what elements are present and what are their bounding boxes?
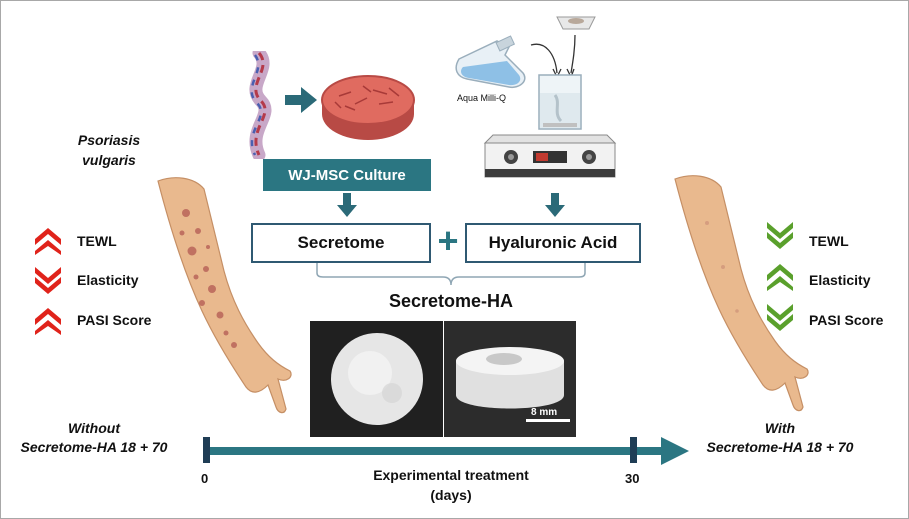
timeline-axis-label: Experimental treatment (days) — [331, 465, 571, 505]
hyaluronic-acid-box: Hyaluronic Acid — [465, 223, 641, 263]
culture-to-secretome-arrow-icon — [337, 193, 357, 217]
flask-icon — [455, 35, 526, 89]
right-param-pasi: PASI Score — [809, 312, 884, 328]
timeline-arrow — [203, 437, 689, 465]
without-line-1: Without — [68, 420, 120, 436]
right-tewl-down-chevron-icon — [767, 222, 793, 249]
scale-bar-label: 8 mm — [531, 407, 558, 418]
umbilical-cord-icon — [249, 51, 272, 159]
axis-line-2: (days) — [430, 487, 472, 503]
wj-msc-culture-label: WJ-MSC Culture — [263, 159, 431, 191]
condition-line-1: Psoriasis — [77, 132, 141, 148]
left-param-elasticity: Elasticity — [77, 272, 139, 288]
left-param-pasi: PASI Score — [77, 312, 152, 328]
condition-label: Psoriasis vulgaris — [69, 130, 149, 170]
pour-arrows-icon — [530, 34, 576, 79]
right-param-tewl: TEWL — [809, 233, 849, 249]
treated-arm-illustration — [674, 175, 809, 412]
right-elasticity-up-chevron-icon — [767, 264, 793, 291]
powder-tray-icon — [556, 16, 596, 30]
left-pasi-up-chevron-icon — [35, 308, 61, 335]
with-treatment-label: With Secretome-HA 18 + 70 — [689, 419, 871, 457]
left-elasticity-down-chevron-icon — [35, 267, 61, 294]
combine-bracket-icon — [316, 263, 586, 286]
petri-dish-icon — [321, 75, 415, 140]
secretome-box: Secretome — [251, 223, 431, 263]
psoriatic-arm-illustration — [157, 177, 292, 414]
timeline-tick-end: 30 — [625, 471, 640, 486]
timeline-tick-start: 0 — [201, 471, 209, 486]
plus-icon: + — [437, 220, 459, 261]
left-param-tewl: TEWL — [77, 233, 117, 249]
stirrer-beaker-icon — [483, 74, 617, 178]
condition-line-2: vulgaris — [82, 152, 136, 168]
axis-line-1: Experimental treatment — [373, 467, 529, 483]
secretome-ha-top-view-photo — [310, 321, 443, 437]
right-pasi-down-chevron-icon — [767, 304, 793, 331]
with-line-2: Secretome-HA 18 + 70 — [706, 439, 854, 455]
stirrer-to-ha-arrow-icon — [545, 193, 565, 217]
secretome-ha-title: Secretome-HA — [388, 291, 514, 311]
secretome-ha-side-view-photo — [444, 321, 576, 437]
cord-to-dish-arrow-icon — [285, 87, 317, 113]
with-line-1: With — [764, 420, 796, 436]
right-param-elasticity: Elasticity — [809, 272, 871, 288]
without-line-2: Secretome-HA 18 + 70 — [20, 439, 168, 455]
aqua-milli-q-label: Aqua Milli-Q — [457, 93, 507, 103]
left-tewl-up-chevron-icon — [35, 228, 61, 255]
without-treatment-label: Without Secretome-HA 18 + 70 — [3, 419, 185, 457]
